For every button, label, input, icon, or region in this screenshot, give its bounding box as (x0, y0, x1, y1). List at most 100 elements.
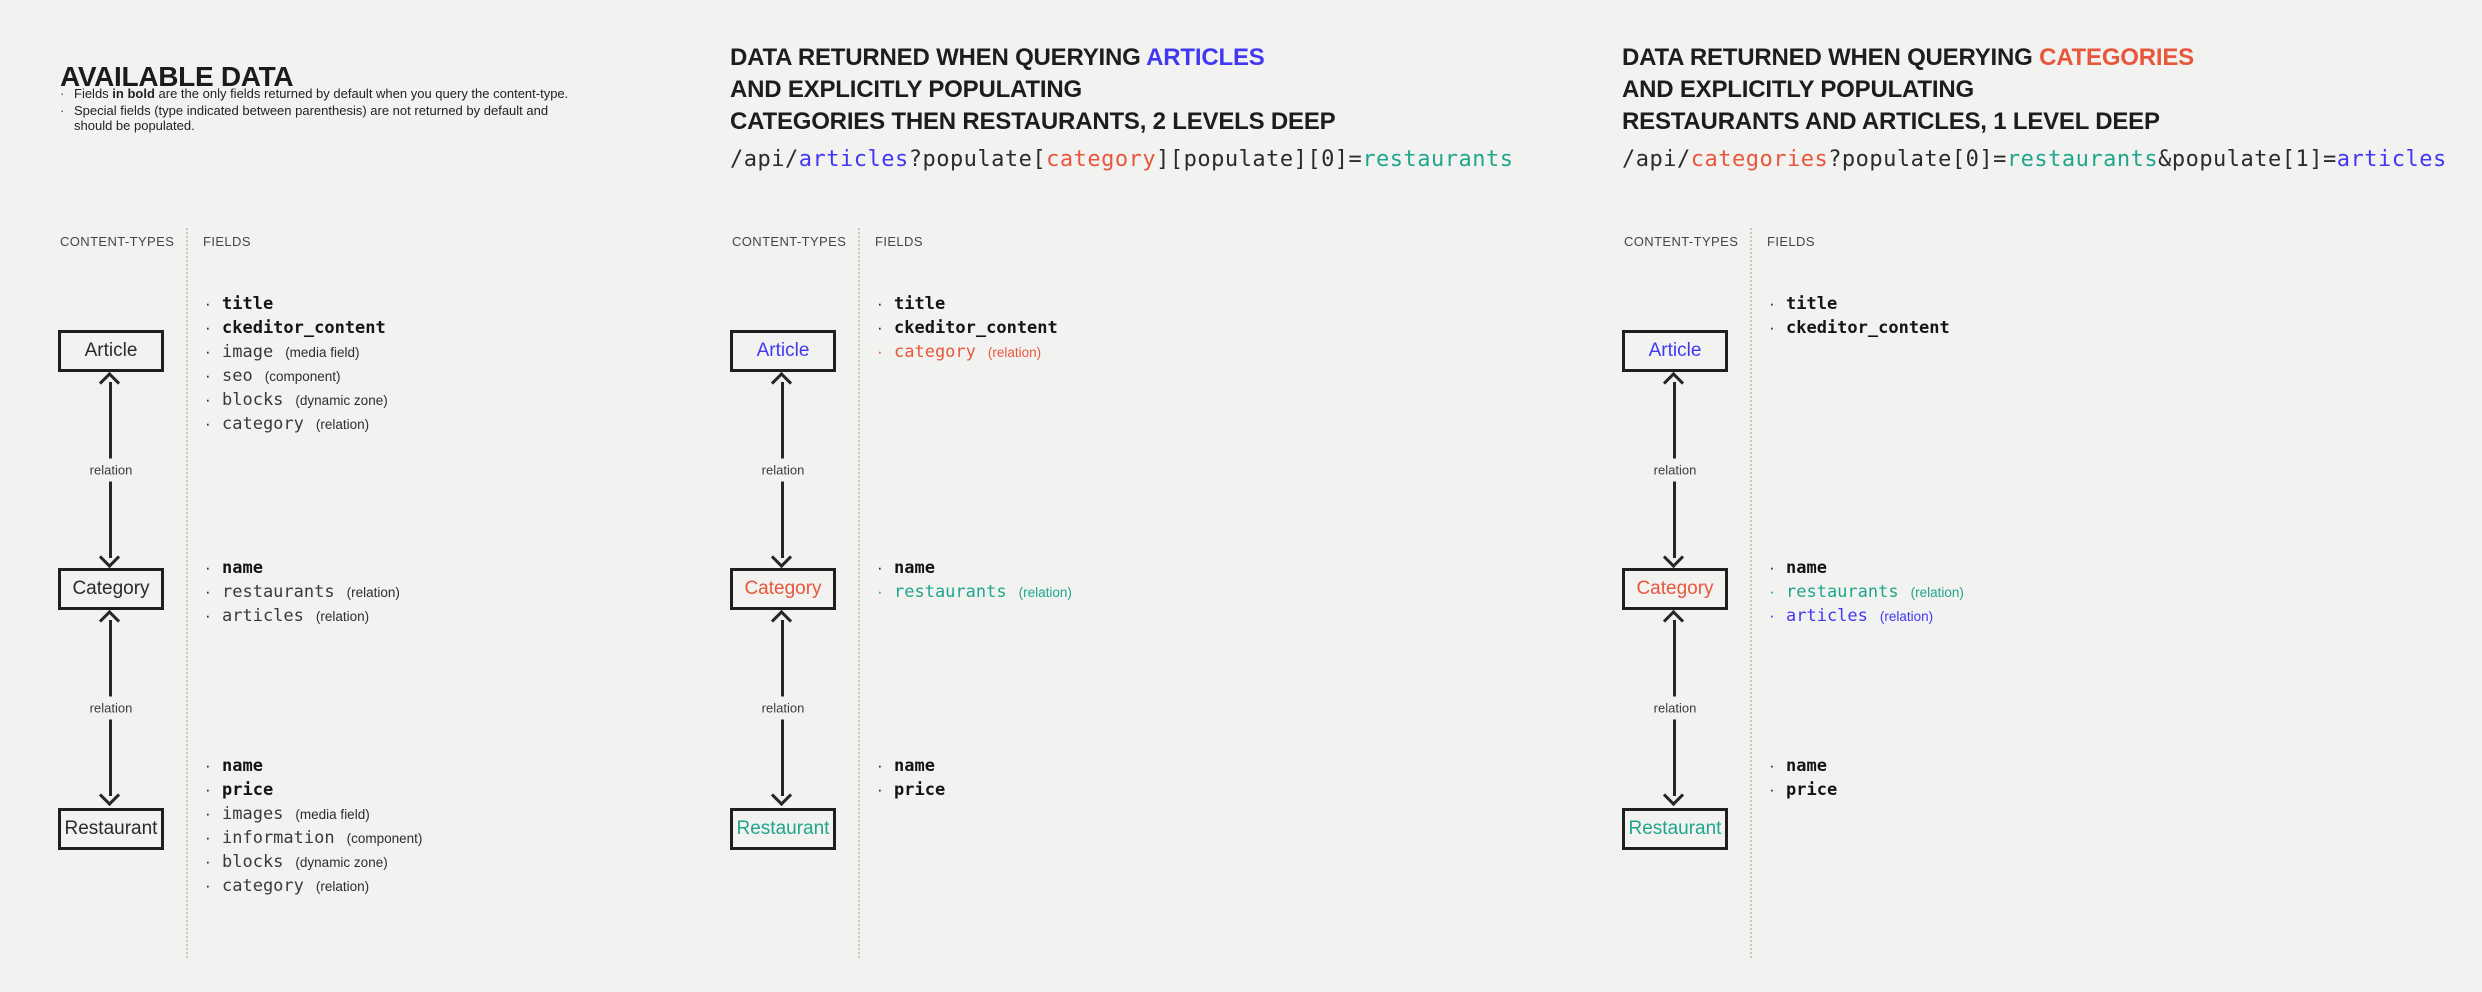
bullet-icon: · (1769, 780, 1775, 799)
relation-arrow: relation (58, 371, 164, 569)
relation-label: relation (1649, 696, 1701, 720)
relation-label: relation (757, 696, 809, 720)
field-row: ·name (877, 558, 935, 578)
article-box: Article (1622, 330, 1728, 372)
bullet-icon: · (877, 318, 883, 337)
bullet-icon: · (205, 294, 211, 313)
bullet-icon: · (205, 342, 211, 361)
bullet-icon: · (1769, 318, 1775, 337)
note-text: Special fields (type indicated between p… (74, 102, 549, 134)
restaurant-box-label: Restaurant (1628, 818, 1722, 839)
fields-column-label: FIELDS (203, 234, 251, 249)
article-box-label: Article (84, 340, 138, 361)
relation-arrow: relation (730, 609, 836, 807)
field-row: ·restaurants(relation) (877, 582, 1072, 602)
dotted-divider (186, 228, 188, 958)
content-types-column-label: CONTENT-TYPES (60, 234, 175, 249)
bullet-icon: · (60, 102, 65, 118)
relation-label: relation (85, 458, 137, 482)
arrow-down-icon (98, 784, 121, 807)
field-type: (relation) (1910, 584, 1964, 600)
field-row: ·seo(component) (205, 366, 341, 386)
field-row: ·name (877, 756, 935, 776)
available-data-title: AVAILABLE DATA (60, 60, 294, 92)
category-fields-list: ·name ·restaurants(relation) (877, 556, 1072, 604)
title-line-1: DATA RETURNED WHEN QUERYING CATEGORIES (1622, 44, 2194, 71)
legend-note-bold-fields: · Fields in bold are the only fields ret… (60, 86, 579, 102)
bullet-icon: · (60, 86, 65, 101)
fields-column-label: FIELDS (875, 234, 923, 249)
title-line-2: AND EXPLICITLY POPULATING (1622, 76, 1974, 103)
restaurant-fields-list: ·name ·price (877, 754, 945, 802)
relation-arrow: relation (1622, 371, 1728, 569)
article-fields-list: ·title ·ckeditor_content (1769, 292, 1950, 340)
relation-arrow: relation (1622, 609, 1728, 807)
bullet-icon: · (205, 558, 211, 577)
restaurant-box: Restaurant (58, 808, 164, 850)
restaurant-fields-list: ·name ·price ·images(media field) ·infor… (205, 754, 422, 898)
bullet-icon: · (877, 558, 883, 577)
arrow-down-icon (770, 784, 793, 807)
title-line-1: DATA RETURNED WHEN QUERYING ARTICLES (730, 44, 1265, 71)
field-type: (relation) (1018, 584, 1072, 600)
article-box: Article (730, 330, 836, 372)
field-type: (dynamic zone) (295, 392, 388, 408)
category-box-label: Category (72, 578, 150, 599)
bullet-icon: · (205, 366, 211, 385)
field-row: ·name (1769, 558, 1827, 578)
content-types-column-label: CONTENT-TYPES (732, 234, 847, 249)
bullet-icon: · (205, 756, 211, 775)
api-query-code: /api/articles?populate[category][populat… (730, 147, 1514, 172)
field-row: ·price (877, 780, 946, 800)
title-line-3: CATEGORIES THEN RESTAURANTS, 2 LEVELS DE… (730, 108, 1336, 135)
bullet-icon: · (205, 414, 211, 433)
field-row: ·articles(relation) (1769, 606, 1934, 626)
field-type: (relation) (987, 344, 1042, 360)
category-box: Category (730, 568, 836, 610)
field-row: ·category(relation) (877, 342, 1042, 362)
query-articles-title: DATA RETURNED WHEN QUERYING ARTICLES AND… (730, 42, 1336, 138)
bullet-icon: · (205, 582, 211, 601)
bullet-icon: · (877, 294, 883, 313)
bullet-icon: · (205, 804, 211, 823)
bullet-icon: · (205, 828, 211, 847)
category-fields-list: ·name ·restaurants(relation) ·articles(r… (205, 556, 400, 628)
arrow-down-icon (770, 546, 793, 569)
field-row: ·ckeditor_content (1769, 318, 1950, 338)
note-text-pre: Fields (74, 86, 113, 101)
api-query-code: /api/categories?populate[0]=restaurants&… (1622, 147, 2447, 172)
field-row: ·ckeditor_content (877, 318, 1058, 338)
restaurant-box: Restaurant (730, 808, 836, 850)
field-row: ·title (1769, 294, 1838, 314)
bullet-icon: · (1769, 558, 1775, 577)
arrow-down-icon (1662, 784, 1685, 807)
bullet-icon: · (877, 342, 883, 361)
bullet-icon: · (205, 876, 211, 895)
field-row: ·title (205, 294, 274, 314)
restaurant-box-label: Restaurant (64, 818, 158, 839)
field-row: ·images(media field) (205, 804, 370, 824)
relation-label: relation (85, 696, 137, 720)
article-fields-list: ·title ·ckeditor_content ·category(relat… (877, 292, 1058, 364)
arrow-down-icon (98, 546, 121, 569)
highlight-categories: CATEGORIES (2039, 44, 2194, 71)
field-row: ·category(relation) (205, 876, 370, 896)
bullet-icon: · (205, 852, 211, 871)
available-data-panel: AVAILABLE DATA · Fields in bold are the … (58, 0, 718, 992)
field-type: (component) (346, 830, 423, 846)
restaurant-fields-list: ·name ·price (1769, 754, 1837, 802)
field-row: ·blocks(dynamic zone) (205, 390, 388, 410)
title-line-2: AND EXPLICITLY POPULATING (730, 76, 1082, 103)
field-row: ·blocks(dynamic zone) (205, 852, 388, 872)
field-type: (relation) (315, 416, 370, 432)
bullet-icon: · (205, 318, 211, 337)
field-type: (media field) (295, 806, 370, 822)
highlight-articles: ARTICLES (1146, 44, 1265, 71)
bullet-icon: · (1769, 606, 1775, 625)
bullet-icon: · (1769, 294, 1775, 313)
bullet-icon: · (205, 780, 211, 799)
category-box-label: Category (744, 578, 822, 599)
category-fields-list: ·name ·restaurants(relation) ·articles(r… (1769, 556, 1964, 628)
arrow-down-icon (1662, 546, 1685, 569)
relation-label: relation (757, 458, 809, 482)
